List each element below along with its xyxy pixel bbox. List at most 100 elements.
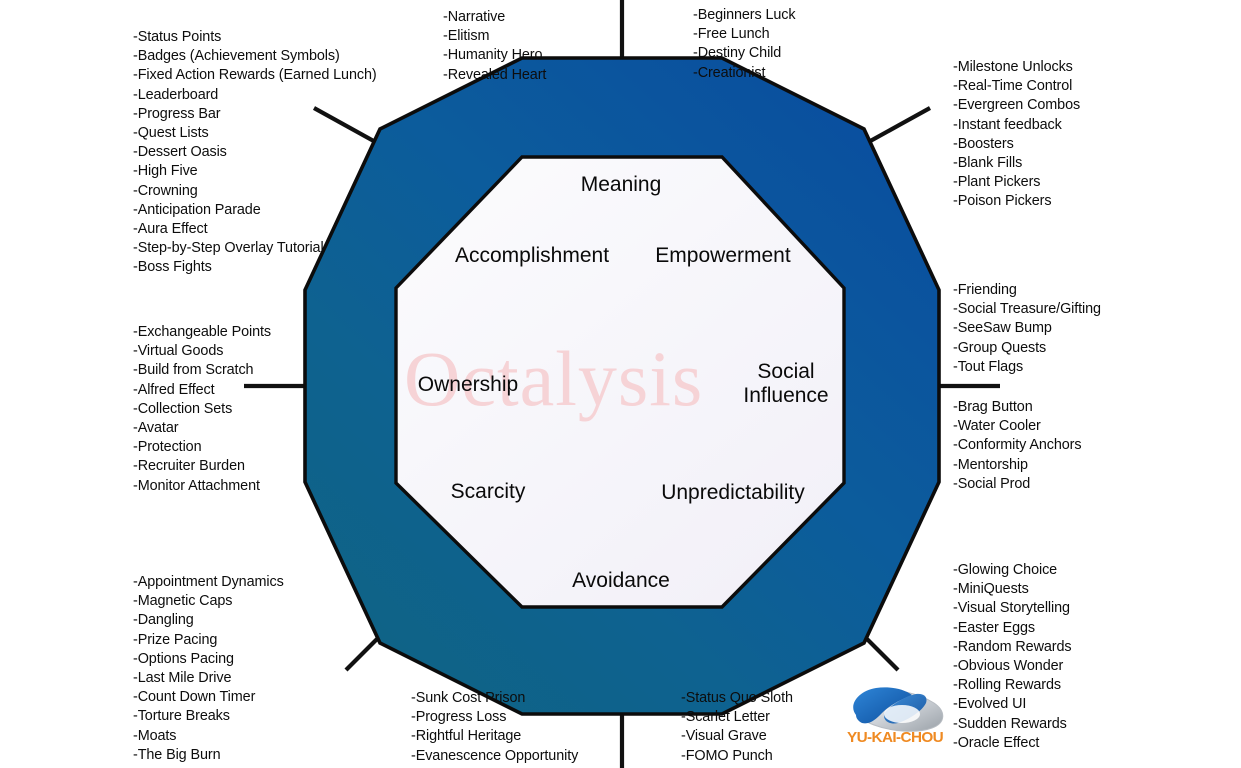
technique-item: -Boss Fights (133, 259, 212, 276)
technique-item: -Brag Button (953, 399, 1033, 415)
technique-item: -Dangling (133, 612, 194, 629)
technique-item: -SeeSaw Bump (953, 320, 1052, 337)
technique-item: -High Five (133, 163, 198, 180)
technique-item: -Progress Loss (411, 709, 507, 726)
technique-item: -Plant Pickers (953, 174, 1041, 191)
technique-item: -Creationist (693, 64, 766, 81)
technique-item: -Monitor Attachment (133, 477, 260, 494)
technique-item: -Avatar (133, 420, 179, 437)
core-drive-ownership: Ownership (417, 373, 519, 396)
technique-item: -Easter Eggs (953, 619, 1035, 636)
technique-list-avoidance-right: -Status Quo Sloth-Scarlet Letter-Visual … (681, 689, 793, 766)
technique-list-accomplishment: -Status Points -Badges (Achievement Symbo… (133, 28, 377, 278)
technique-item: -Torture Breaks (133, 708, 230, 725)
core-drive-unpredictability: Unpredictability (661, 481, 805, 504)
technique-item: -Recruiter Burden (133, 458, 245, 475)
technique-item: -Evanescence Opportunity (411, 747, 579, 764)
technique-item: -Instant feedback (953, 116, 1062, 133)
technique-list-empowerment-right: -Milestone Unlocks -Real-Time Control -Eve… (953, 58, 1080, 212)
technique-item: -Beginners Luck (693, 7, 796, 23)
technique-item: -Protection (133, 439, 202, 456)
technique-item: -Scarlet Letter (681, 709, 770, 726)
technique-item: -Status Points (133, 29, 222, 45)
technique-list-social-influence-upper: -Friending -Social Treasure/Gifting -SeeSa… (953, 281, 1101, 377)
technique-item: -Water Cooler (953, 418, 1041, 435)
technique-item: -Random Rewards (953, 638, 1072, 655)
core-drive-accomplishment: Accomplishment (454, 244, 610, 267)
technique-item: -Collection Sets (133, 400, 233, 417)
technique-list-social-influence-lower: -Brag Button -Water Cooler -Conformity Anc… (953, 398, 1082, 494)
technique-item: -Oracle Effect (953, 734, 1040, 751)
technique-item: -Evergreen Combos (953, 97, 1081, 114)
technique-item: -Crowning (133, 182, 198, 199)
technique-list-scarcity: -Appointment Dynamics -Magnetic Caps -Dang… (133, 573, 284, 765)
technique-item: -Poison Pickers (953, 193, 1052, 210)
technique-item: -Blank Fills (953, 155, 1023, 172)
technique-item: -Friending (953, 282, 1017, 298)
technique-item: -Options Pacing (133, 650, 234, 667)
logo-swoosh-hole (884, 705, 920, 723)
technique-item: -Build from Scratch (133, 362, 254, 379)
technique-item: -Anticipation Parade (133, 201, 261, 218)
technique-item: -Quest Lists (133, 125, 209, 142)
technique-item: -Boosters (953, 135, 1014, 152)
technique-item: -Visual Grave (681, 728, 767, 745)
technique-item: -Leaderboard (133, 86, 219, 103)
core-drive-social-influence-line1: Social (757, 360, 815, 383)
technique-item: -Moats (133, 727, 177, 744)
technique-item: -Destiny Child (693, 45, 782, 62)
core-drive-avoidance: Avoidance (572, 569, 670, 592)
inner-octagon (394, 155, 846, 609)
yukaichou-logo: YU-KAI-CHOU (846, 681, 952, 755)
technique-item: -Dessert Oasis (133, 144, 227, 161)
technique-item: -Rightful Heritage (411, 728, 522, 745)
technique-item: -Humanity Hero (443, 47, 543, 64)
technique-item: -FOMO Punch (681, 747, 773, 764)
yukaichou-wordmark: YU-KAI-CHOU (847, 729, 944, 746)
core-drive-scarcity: Scarcity (450, 480, 526, 503)
technique-item: -Progress Bar (133, 105, 221, 122)
technique-item: -Glowing Choice (953, 562, 1058, 578)
technique-list-avoidance-left: -Sunk Cost Prison -Progress Loss -Rightful… (411, 689, 578, 766)
technique-item: -Social Treasure/Gifting (953, 301, 1101, 318)
technique-item: -Obvious Wonder (953, 658, 1064, 675)
technique-item: -Conformity Anchors (953, 437, 1082, 454)
technique-item: -Step-by-Step Overlay Tutorial (133, 240, 324, 257)
technique-item: -Narrative (443, 9, 506, 25)
technique-item: -Last Mile Drive (133, 670, 232, 687)
technique-item: -Visual Storytelling (953, 600, 1070, 617)
technique-item: -Revealed Heart (443, 66, 547, 83)
core-drive-social-influence-line2: Influence (743, 384, 829, 407)
core-drive-meaning: Meaning (580, 173, 662, 196)
technique-item: -Magnetic Caps (133, 593, 233, 610)
technique-item: -Fixed Action Rewards (Earned Lunch) (133, 67, 377, 84)
core-drive-empowerment: Empowerment (655, 244, 791, 267)
logo-swoosh-blue (853, 687, 912, 724)
technique-list-meaning: -Narrative -Elitism -Humanity Hero -Reveale… (443, 8, 546, 85)
technique-item: -Evolved UI (953, 696, 1027, 713)
technique-item: -Free Lunch (693, 26, 770, 43)
technique-item: -Count Down Timer (133, 689, 256, 706)
technique-item: -Badges (Achievement Symbols) (133, 48, 340, 65)
technique-item: -Group Quests (953, 339, 1047, 356)
technique-list-unpredictability: -Glowing Choice -MiniQuests -Visual Storyt… (953, 561, 1072, 753)
yukaichou-logo-mark (853, 687, 944, 732)
technique-list-ownership: -Exchangeable Points-Virtual Goods-Build… (133, 323, 271, 496)
technique-item: -Sunk Cost Prison (411, 690, 526, 706)
technique-item: -The Big Burn (133, 746, 221, 763)
technique-item: -Tout Flags (953, 358, 1024, 375)
technique-item: -Social Prod (953, 475, 1031, 492)
technique-item: -Virtual Goods (133, 343, 224, 360)
core-drive-social-influence: Social Influence (725, 360, 847, 408)
technique-item: -Elitism (443, 28, 490, 45)
technique-item: -MiniQuests (953, 581, 1029, 598)
technique-item: -Milestone Unlocks (953, 59, 1073, 75)
technique-list-empowerment-top: -Beginners Luck -Free Lunch -Destiny Child… (693, 6, 796, 83)
technique-item: -Rolling Rewards (953, 677, 1061, 694)
technique-item: -Real-Time Control (953, 78, 1073, 95)
technique-item: -Prize Pacing (133, 631, 218, 648)
technique-item: -Appointment Dynamics (133, 574, 284, 590)
technique-item: -Aura Effect (133, 221, 208, 238)
